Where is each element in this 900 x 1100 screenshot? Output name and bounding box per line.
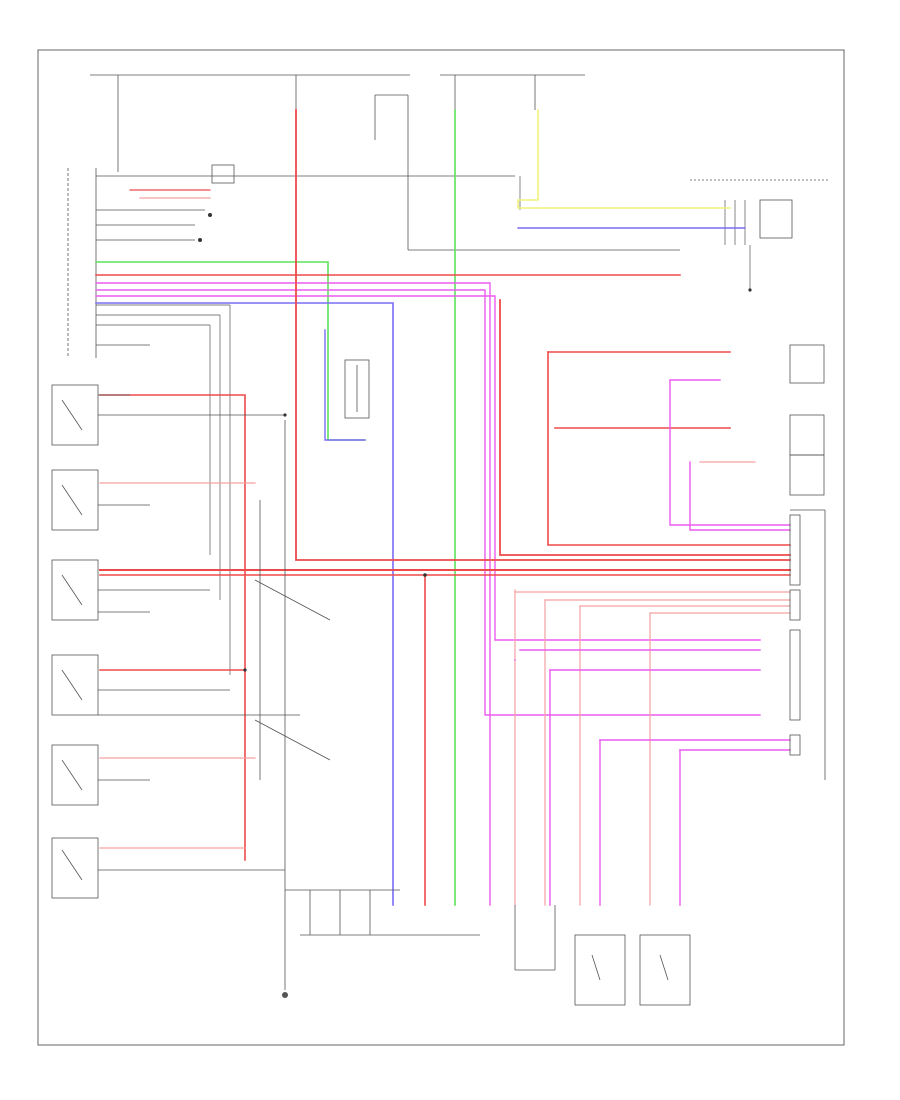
wire-blue-row	[95, 302, 394, 906]
switch-group-left	[51, 384, 300, 899]
connector-icon	[789, 344, 826, 780]
diagram-frame	[37, 49, 845, 1046]
wire-blue-loop	[324, 329, 366, 441]
switch-icon	[51, 559, 210, 621]
top-fuse-bus	[90, 74, 585, 250]
wire-magenta-1	[95, 282, 491, 906]
connector-top-right	[759, 199, 793, 239]
relay-icon	[344, 359, 370, 419]
module-pin-wires	[96, 175, 680, 675]
ground-icon	[282, 992, 288, 998]
switch-icon	[51, 384, 150, 446]
control-module-left	[67, 168, 97, 358]
wire-yellow	[517, 109, 731, 209]
wire-red-row-1	[99, 394, 246, 861]
switch-icon	[51, 654, 300, 716]
switch-icon	[51, 837, 285, 899]
switch-icon	[51, 744, 150, 806]
switch-icon	[51, 469, 150, 531]
ground-bus	[150, 414, 400, 990]
wire-magenta-right-b	[689, 461, 791, 531]
wire-red-main	[295, 109, 791, 561]
connector-top-right-lines	[690, 179, 830, 290]
wire-red-main-2	[499, 299, 791, 556]
wire-magenta-2	[95, 289, 761, 716]
relay-box-top	[211, 164, 235, 184]
junction-dot-icon	[198, 213, 752, 672]
wire-red-right-1	[547, 351, 791, 546]
wire-magenta-3	[95, 295, 761, 641]
bottom-modules	[300, 905, 691, 1006]
wire-magenta-right-a	[669, 379, 791, 526]
